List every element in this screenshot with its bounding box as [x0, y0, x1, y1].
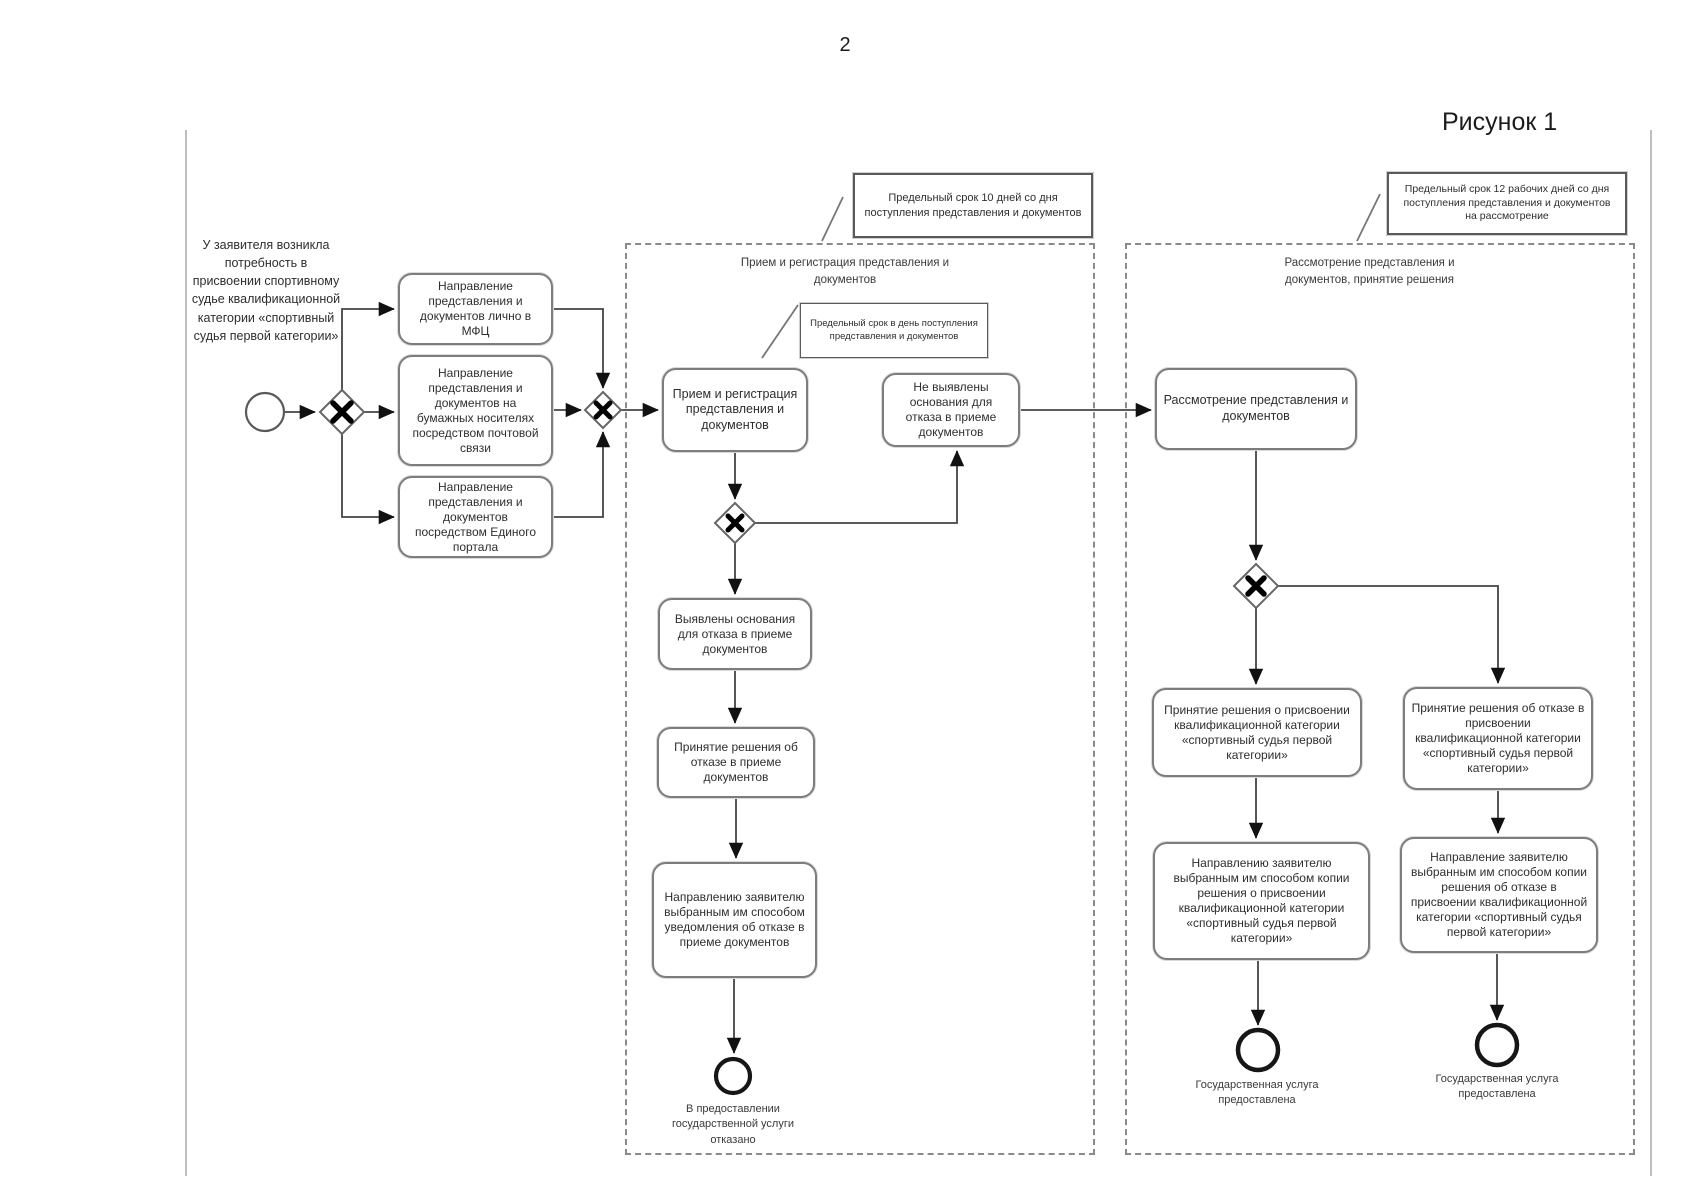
end-event-refused — [713, 1056, 753, 1096]
end-label-provided-left: Государственная услуга предоставлена — [1195, 1079, 1319, 1107]
lane-reception-title: Прием и регистрация представления и доку… — [740, 257, 950, 287]
task-refusal-decision: Принятие решения об отказе в приеме доку… — [657, 727, 815, 798]
end-event-provided-right — [1474, 1022, 1520, 1068]
exclusive-gateway-check — [713, 501, 757, 545]
exclusive-gateway-split — [318, 388, 366, 436]
lane-review — [1125, 243, 1635, 1155]
annotation-deadline-12-days: Предельный срок 12 рабочих дней со дня п… — [1387, 172, 1627, 235]
task-submit-mail: Направление представления и документов н… — [398, 355, 553, 466]
lane-reception — [625, 243, 1095, 1155]
task-notify-refusal: Направлению заявителю выбранным им спосо… — [652, 862, 817, 978]
start-note: У заявителя возникла потребность в присв… — [191, 238, 341, 343]
annotation-deadline-same-day: Предельный срок в день поступления предс… — [800, 303, 988, 358]
end-event-provided-left — [1235, 1027, 1281, 1073]
task-assign-category: Принятие решения о присвоении квалификац… — [1152, 688, 1362, 777]
sequence-flows — [285, 301, 1506, 1054]
annotation-connectors — [761, 193, 1381, 359]
task-receive-register: Прием и регистрация представления и доку… — [662, 368, 808, 452]
task-submit-portal: Направление представления и документов п… — [398, 476, 553, 558]
task-send-assign-copy: Направлению заявителю выбранным им спосо… — [1153, 842, 1370, 960]
task-review-documents: Рассмотрение представления и документов — [1155, 368, 1357, 450]
task-deny-category: Принятие решения об отказе в присвоении … — [1403, 687, 1593, 790]
end-label-refused: В предоставлении государственной услуги … — [672, 1103, 794, 1146]
end-label-provided-right: Государственная услуга предоставлена — [1435, 1073, 1559, 1101]
page-number: 2 — [839, 34, 851, 56]
task-no-refusal-grounds: Не выявлены основания для отказа в прием… — [882, 373, 1020, 447]
exclusive-gateway-decision — [1232, 562, 1280, 610]
task-send-deny-copy: Направление заявителю выбранным им спосо… — [1400, 837, 1598, 953]
lane-review-title: Рассмотрение представления и документов,… — [1284, 257, 1455, 287]
start-event — [244, 391, 286, 433]
page-frame — [185, 130, 1652, 1176]
figure-caption: Рисунок 1 — [1442, 108, 1558, 136]
exclusive-gateway-merge — [583, 390, 623, 430]
task-refusal-grounds: Выявлены основания для отказа в приеме д… — [658, 598, 812, 670]
annotation-deadline-10-days: Предельный срок 10 дней со дня поступлен… — [853, 173, 1093, 238]
task-submit-mfc: Направление представления и документов л… — [398, 273, 553, 345]
